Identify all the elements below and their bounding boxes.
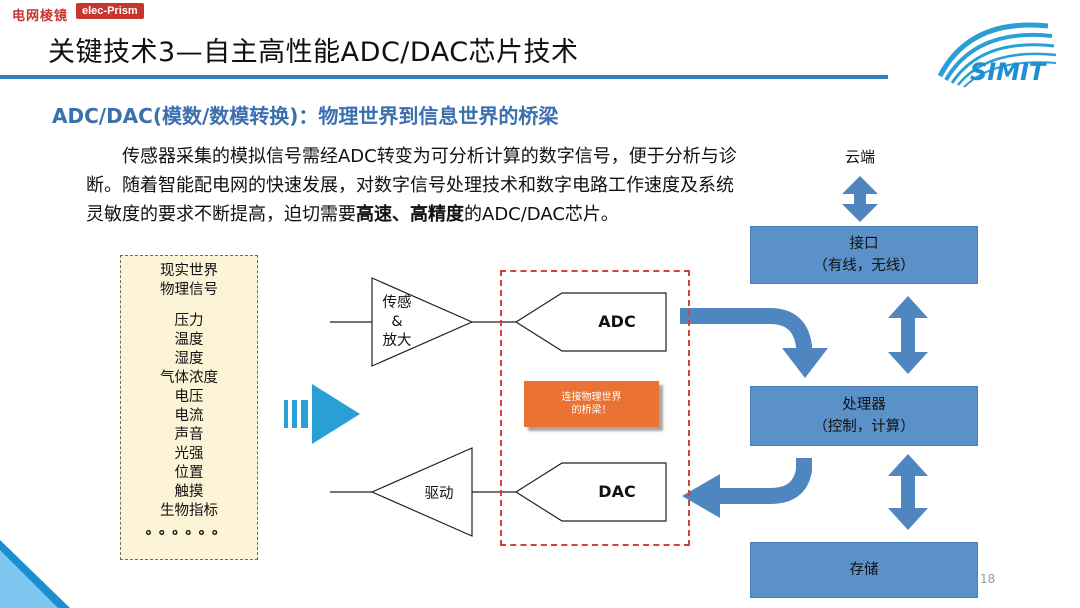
signal-item: 电压 xyxy=(174,389,204,405)
interface-processor-double-arrow xyxy=(888,296,928,374)
driver-label: 驱动 xyxy=(424,486,454,502)
storage-label: 存储 xyxy=(849,562,879,578)
adc-dac-frame xyxy=(500,270,690,546)
bridge-callout-line1: 连接物理世界 xyxy=(561,392,622,403)
corner-decoration-inner xyxy=(0,550,58,608)
dac-block xyxy=(514,462,667,522)
adc-to-processor-arrowhead xyxy=(782,348,828,378)
processor-storage-double-arrow xyxy=(888,454,928,530)
sensor-amplifier-triangle xyxy=(371,277,474,367)
sensor-label-line2: & xyxy=(391,314,403,330)
sensor-amplifier-label: 传感 & 放大 xyxy=(374,294,420,351)
signal-item: 声音 xyxy=(174,427,204,443)
bridge-callout-line2: 的桥梁！ xyxy=(571,405,612,416)
simit-logo: SIMIT xyxy=(937,22,1057,88)
interface-box: 接口 （有线，无线） xyxy=(750,226,978,284)
paragraph-tail: 的ADC/DAC芯片。 xyxy=(464,204,619,225)
signals-heading-line1: 现实世界 xyxy=(160,263,218,279)
processor-title: 处理器 xyxy=(842,397,886,413)
paragraph-emphasis: 高速、高精度 xyxy=(356,204,464,225)
signal-item: 生物指标 xyxy=(160,503,218,519)
processor-box: 处理器 （控制，计算） xyxy=(750,386,978,446)
signal-item: 光强 xyxy=(174,446,204,462)
slide-subtitle: ADC/DAC(模数/数模转换)：物理世界到信息世界的桥梁 xyxy=(52,104,559,128)
watermark-site-name: 电网棱镜 xyxy=(12,9,69,24)
dac-label: DAC xyxy=(598,482,636,501)
adc-label: ADC xyxy=(598,312,636,331)
storage-box: 存储 xyxy=(750,542,978,598)
processor-to-dac-arrowhead xyxy=(682,474,720,518)
sensor-label-line3: 放大 xyxy=(382,333,412,349)
title-underline xyxy=(0,75,888,79)
page-number: 18 xyxy=(980,572,996,586)
interface-subtitle: （有线，无线） xyxy=(813,258,915,274)
signal-item: 电流 xyxy=(174,408,204,424)
watermark-badge: elec-Prism xyxy=(76,3,144,19)
cloud-label: 云端 xyxy=(845,148,876,166)
signal-item: 气体浓度 xyxy=(160,370,218,386)
signal-item: 压力 xyxy=(174,313,204,329)
paragraph-text: 传感器采集的模拟信号需经ADC转变为可分析计算的数字信号，便于分析与诊断。随着智… xyxy=(86,146,737,225)
interface-title: 接口 xyxy=(849,236,879,252)
input-arrow xyxy=(284,384,360,444)
bridge-callout: 连接物理世界 的桥梁！ xyxy=(524,381,659,427)
signal-item: 温度 xyxy=(174,332,204,348)
cloud-interface-double-arrow xyxy=(842,176,878,222)
signals-heading-line2: 物理信号 xyxy=(160,282,218,298)
signal-item: 湿度 xyxy=(174,351,204,367)
signals-ellipsis: 。。。。。。 xyxy=(145,522,233,538)
signal-item: 触摸 xyxy=(174,484,204,500)
adc-block xyxy=(514,292,667,352)
processor-subtitle: （控制，计算） xyxy=(813,419,915,435)
signal-item: 位置 xyxy=(174,465,204,481)
physical-signals-list: 现实世界 物理信号 压力 温度 湿度 气体浓度 电压 电流 声音 光强 位置 触… xyxy=(120,255,258,560)
slide-title: 关键技术3—自主高性能ADC/DAC芯片技术 xyxy=(48,37,579,68)
description-paragraph: 传感器采集的模拟信号需经ADC转变为可分析计算的数字信号，便于分析与诊断。随着智… xyxy=(86,142,746,229)
sensor-label-line1: 传感 xyxy=(382,295,412,311)
adc-to-processor-arrow xyxy=(680,308,812,352)
processor-to-dac-arrow xyxy=(714,458,812,504)
logo-text: SIMIT xyxy=(970,58,1047,86)
